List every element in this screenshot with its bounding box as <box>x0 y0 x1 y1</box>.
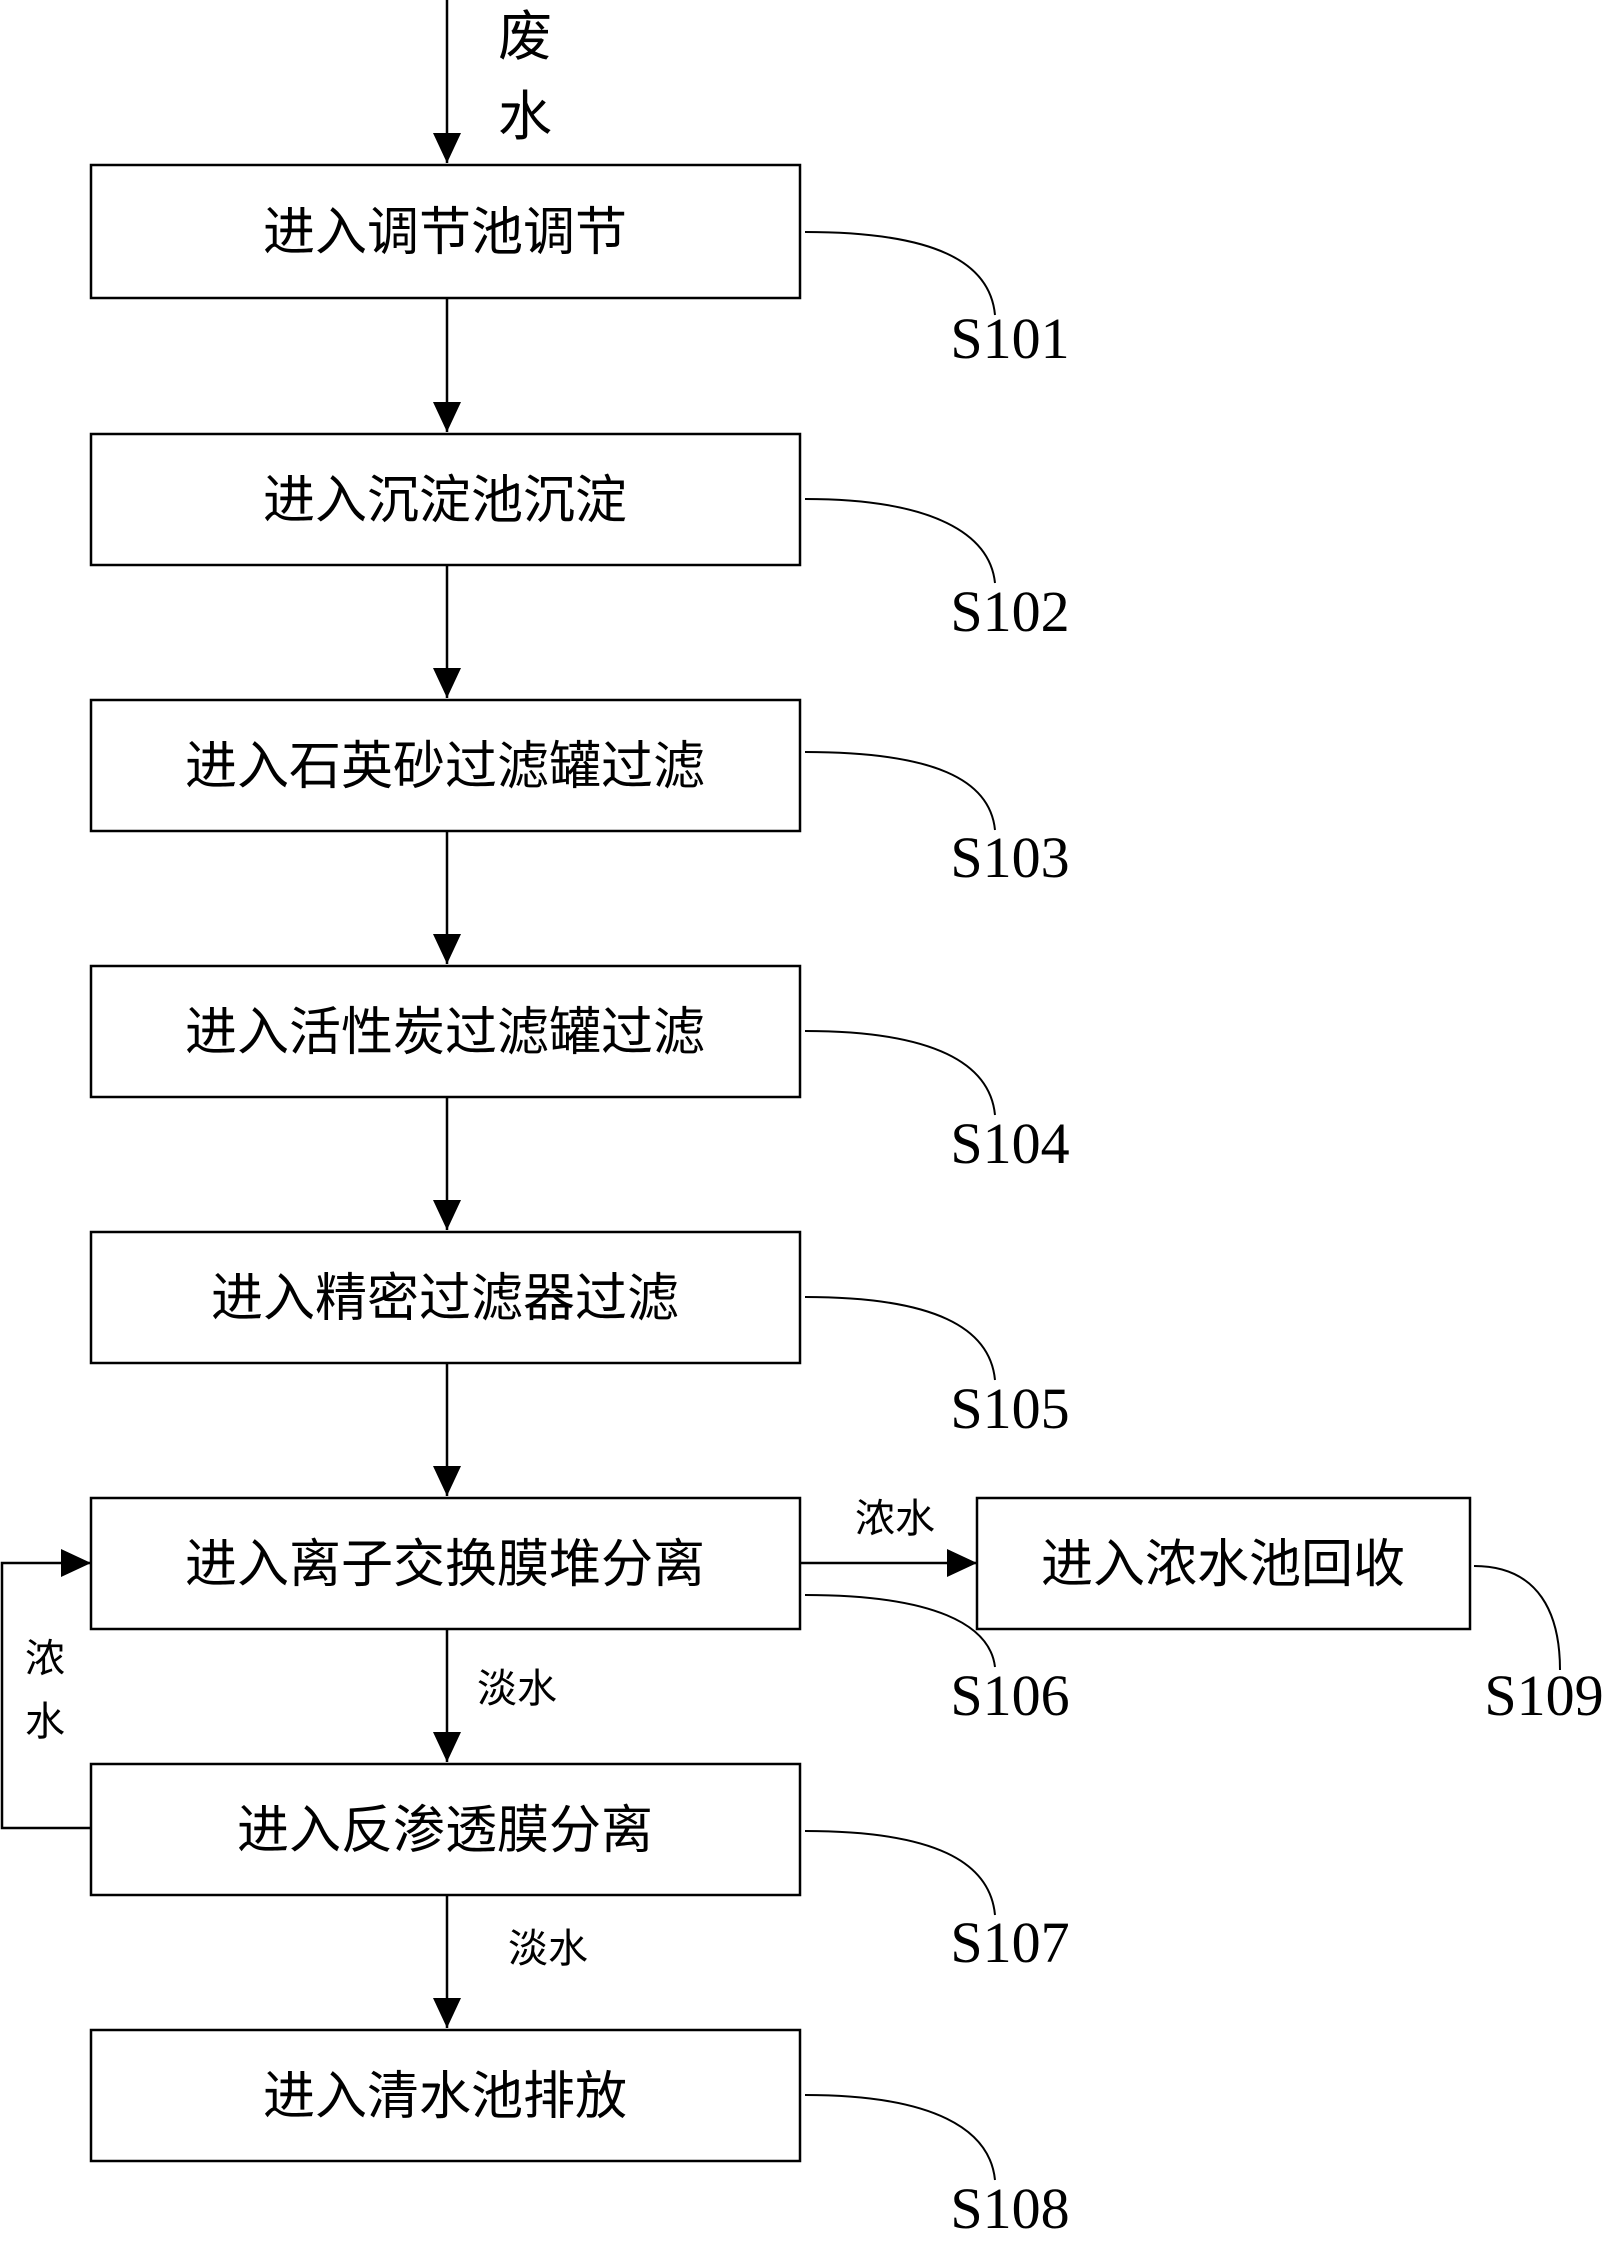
step-s109-box <box>975 1496 1472 1631</box>
arrow-s107-return-to-s106 <box>0 1561 91 1830</box>
arrowhead-s105 <box>433 1200 461 1230</box>
step-s108-box <box>89 2028 802 2163</box>
edges <box>0 0 977 2028</box>
arrowhead-s108 <box>433 1998 461 2028</box>
leader-s106 <box>804 1594 996 1668</box>
step-s107: 进入反渗透膜分离 <box>89 1762 802 1897</box>
arrowhead-s104 <box>433 934 461 964</box>
ref-s105: S105 <box>950 1376 1069 1441</box>
leader-s107 <box>804 1830 996 1916</box>
step-s108: 进入清水池排放 <box>89 2028 802 2163</box>
leader-s108 <box>804 2094 996 2181</box>
step-s103: 进入石英砂过滤罐过滤 <box>89 698 802 833</box>
arrowhead-return <box>61 1549 91 1577</box>
arrowhead-s109 <box>947 1549 977 1577</box>
step-s102-label: 进入沉淀池沉淀 <box>263 471 627 531</box>
step-s107-box <box>89 1762 802 1897</box>
step-s103-label: 进入石英砂过滤罐过滤 <box>185 737 705 797</box>
input-label-char2: 水 <box>498 85 552 148</box>
arrowhead-s103 <box>433 668 461 698</box>
step-s104-box <box>89 964 802 1099</box>
step-s105-box <box>89 1230 802 1365</box>
label-concentrate-return-1: 浓 <box>25 1636 65 1682</box>
step-s109: 进入浓水池回收 <box>975 1496 1472 1631</box>
ref-s106: S106 <box>950 1663 1069 1728</box>
step-s101: 进入调节池调节 <box>89 163 802 300</box>
input-label-char1: 废 <box>498 5 552 68</box>
label-fresh-to-ro: 淡水 <box>477 1666 557 1712</box>
leader-s105 <box>804 1296 996 1381</box>
leaders <box>804 231 1561 2181</box>
step-s106-label: 进入离子交换膜堆分离 <box>185 1535 705 1595</box>
step-s103-box <box>89 698 802 833</box>
process-boxes: 进入调节池调节 进入沉淀池沉淀 进入石英砂过滤罐过滤 进入活性炭过滤罐过滤 进入… <box>89 163 1472 2163</box>
step-s104-label: 进入活性炭过滤罐过滤 <box>185 1003 705 1063</box>
step-s105: 进入精密过滤器过滤 <box>89 1230 802 1365</box>
step-s102: 进入沉淀池沉淀 <box>89 432 802 567</box>
ref-s103: S103 <box>950 825 1069 890</box>
step-s107-label: 进入反渗透膜分离 <box>237 1801 653 1861</box>
ref-s101: S101 <box>950 306 1069 371</box>
ref-s109: S109 <box>1484 1663 1603 1728</box>
step-s101-box <box>89 163 802 300</box>
leader-s101 <box>804 231 996 316</box>
label-fresh-to-clean: 淡水 <box>508 1926 588 1972</box>
leader-s104 <box>804 1030 996 1116</box>
ref-s107: S107 <box>950 1910 1069 1975</box>
step-s109-label: 进入浓水池回收 <box>1041 1535 1405 1595</box>
step-s106: 进入离子交换膜堆分离 <box>89 1496 802 1631</box>
step-s105-label: 进入精密过滤器过滤 <box>211 1269 679 1329</box>
label-concentrate-return-2: 水 <box>25 1699 65 1745</box>
step-s106-box <box>89 1496 802 1631</box>
leader-s109 <box>1473 1565 1561 1671</box>
step-s104: 进入活性炭过滤罐过滤 <box>89 964 802 1099</box>
arrowhead-s107 <box>433 1732 461 1762</box>
arrowhead-s106 <box>433 1466 461 1496</box>
leader-s103 <box>804 751 996 831</box>
label-concentrate-to-pool: 浓水 <box>855 1496 935 1542</box>
step-s102-box <box>89 432 802 567</box>
ref-s104: S104 <box>950 1111 1069 1176</box>
step-s108-label: 进入清水池排放 <box>263 2067 627 2127</box>
leader-s102 <box>804 498 996 584</box>
arrowhead-input <box>433 133 461 163</box>
arrowhead-s102 <box>433 402 461 432</box>
ref-s102: S102 <box>950 579 1069 644</box>
ref-s108: S108 <box>950 2176 1069 2241</box>
step-s101-label: 进入调节池调节 <box>263 203 627 263</box>
